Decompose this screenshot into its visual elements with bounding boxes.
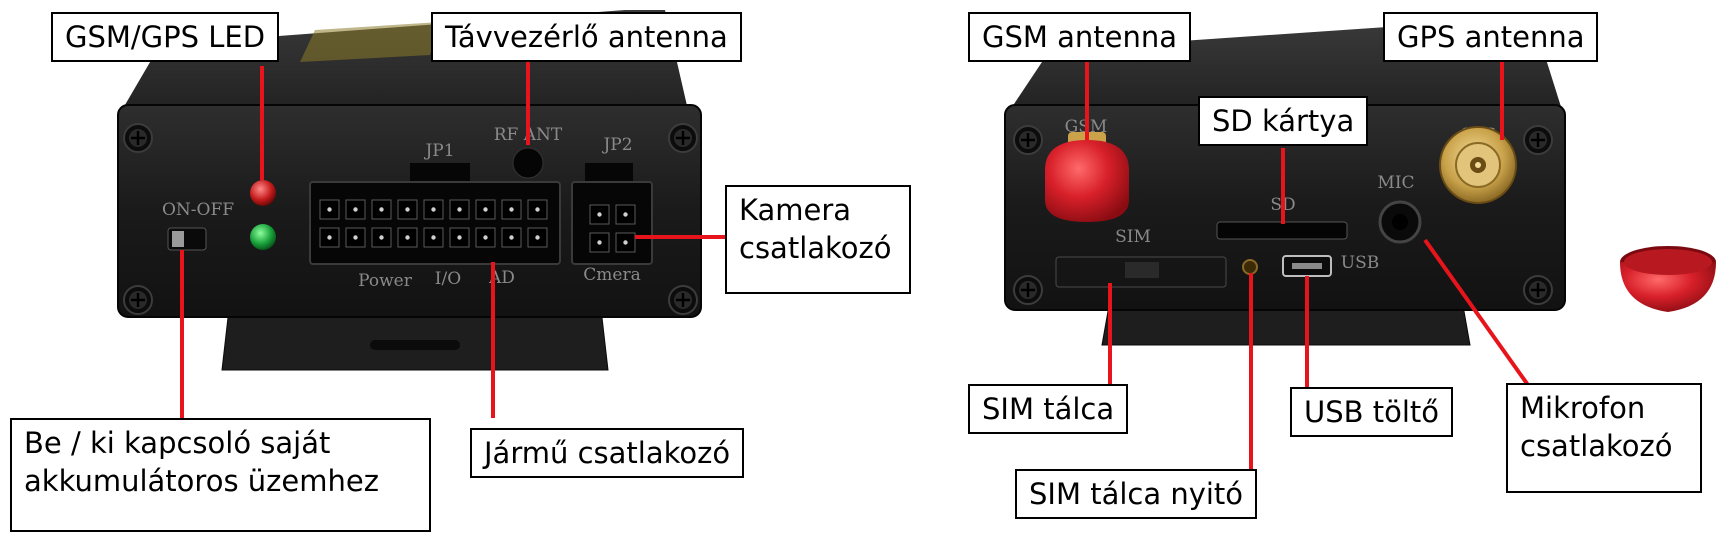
callout-text: USB töltő xyxy=(1304,395,1440,429)
callout-text: SD kártya xyxy=(1212,104,1355,138)
screw-icon xyxy=(122,284,154,316)
callout-microphone: Mikrofon csatlakozó xyxy=(1506,383,1702,493)
engraving-camera: Cmera xyxy=(583,265,640,285)
connector-pin-contact xyxy=(483,235,488,240)
led-green xyxy=(250,224,276,250)
callout-text: GSM antenna xyxy=(982,20,1178,54)
callout-usb-charger: USB töltő xyxy=(1290,387,1454,437)
connector-pin-contact xyxy=(353,207,358,212)
connector-pin-contact xyxy=(379,235,384,240)
connector-pin-contact xyxy=(509,207,514,212)
connector-pin-contact xyxy=(431,235,436,240)
screw-icon xyxy=(1012,274,1044,306)
engraving-mic: MIC xyxy=(1377,173,1414,193)
callout-text: Távvezérlő antenna xyxy=(445,20,728,54)
callout-text: csatlakozó xyxy=(1520,429,1673,463)
leader-lines xyxy=(180,60,1530,469)
engraving-jp1: JP1 xyxy=(423,141,454,161)
callout-power-switch: Be / ki kapcsoló saját akkumulátoros üze… xyxy=(10,418,431,532)
sd-card-slot xyxy=(1216,221,1348,240)
connector-pin-contact xyxy=(623,212,628,217)
connector-pin-contact xyxy=(405,207,410,212)
connector-pin-contact xyxy=(327,207,332,212)
callout-text: Be / ki kapcsoló saját xyxy=(24,426,331,460)
callout-text: Jármű csatlakozó xyxy=(484,436,731,470)
connector-pin-contact xyxy=(405,235,410,240)
callout-text: Kamera xyxy=(739,193,852,227)
gsm-antenna-connector xyxy=(1045,132,1129,222)
loose-antenna-cap xyxy=(1620,246,1716,312)
rf-antenna-port xyxy=(512,147,544,179)
device-front: RF ANT ON-OFF JP1 JP2 Power I/O AD Cmera xyxy=(117,10,702,371)
callout-gsm-gps-led: GSM/GPS LED xyxy=(51,12,280,62)
callout-gps-antenna: GPS antenna xyxy=(1383,12,1599,62)
callout-text: akkumulátoros üzemhez xyxy=(24,464,379,498)
callout-text: SIM tálca nyitó xyxy=(1029,477,1244,511)
connector-pin-contact xyxy=(535,235,540,240)
connector-pin-contact xyxy=(327,235,332,240)
engraving-usb: USB xyxy=(1341,253,1379,273)
callout-remote-antenna: Távvezérlő antenna xyxy=(431,12,742,62)
leader-line-microphone xyxy=(1423,238,1530,387)
callout-text: GPS antenna xyxy=(1397,20,1585,54)
engraving-jp2: JP2 xyxy=(601,135,632,155)
sim-tray-opener xyxy=(1242,259,1258,275)
connector-pin-contact xyxy=(597,212,602,217)
engraving-on-off: ON-OFF xyxy=(162,200,234,220)
connector-pins xyxy=(319,199,636,253)
connector-pin-contact xyxy=(353,235,358,240)
connector-pin-contact xyxy=(457,207,462,212)
callout-vehicle-connector: Jármű csatlakozó xyxy=(470,428,745,478)
engraving-sim: SIM xyxy=(1115,227,1151,247)
callout-sim-tray: SIM tálca xyxy=(968,384,1129,434)
screw-icon xyxy=(1522,124,1554,156)
screw-icon xyxy=(122,122,154,154)
connector-pin-contact xyxy=(597,240,602,245)
screw-icon xyxy=(1012,124,1044,156)
connector-pin-contact xyxy=(431,207,436,212)
led-red xyxy=(250,180,276,206)
connector-pin-contact xyxy=(509,235,514,240)
callout-sim-tray-opener: SIM tálca nyitó xyxy=(1015,469,1258,519)
connector-pin-contact xyxy=(379,207,384,212)
callout-gsm-antenna: GSM antenna xyxy=(968,12,1192,62)
engraving-power: Power xyxy=(358,271,413,291)
callout-text: SIM tálca xyxy=(982,392,1115,426)
screw-icon xyxy=(1522,274,1554,306)
connector-pin-contact xyxy=(483,207,488,212)
connector-pin-contact xyxy=(457,235,462,240)
connector-pin-contact xyxy=(623,240,628,245)
callout-text: csatlakozó xyxy=(739,231,892,265)
connector-pin-contact xyxy=(535,207,540,212)
callout-text: Mikrofon xyxy=(1520,391,1646,425)
engraving-io: I/O xyxy=(435,269,461,289)
screw-icon xyxy=(667,284,699,316)
callout-text: GSM/GPS LED xyxy=(65,20,266,54)
callout-camera-connector: Kamera csatlakozó xyxy=(725,185,911,294)
gps-antenna-connector xyxy=(1439,126,1517,204)
screw-icon xyxy=(667,122,699,154)
callout-sd-card: SD kártya xyxy=(1198,96,1369,146)
